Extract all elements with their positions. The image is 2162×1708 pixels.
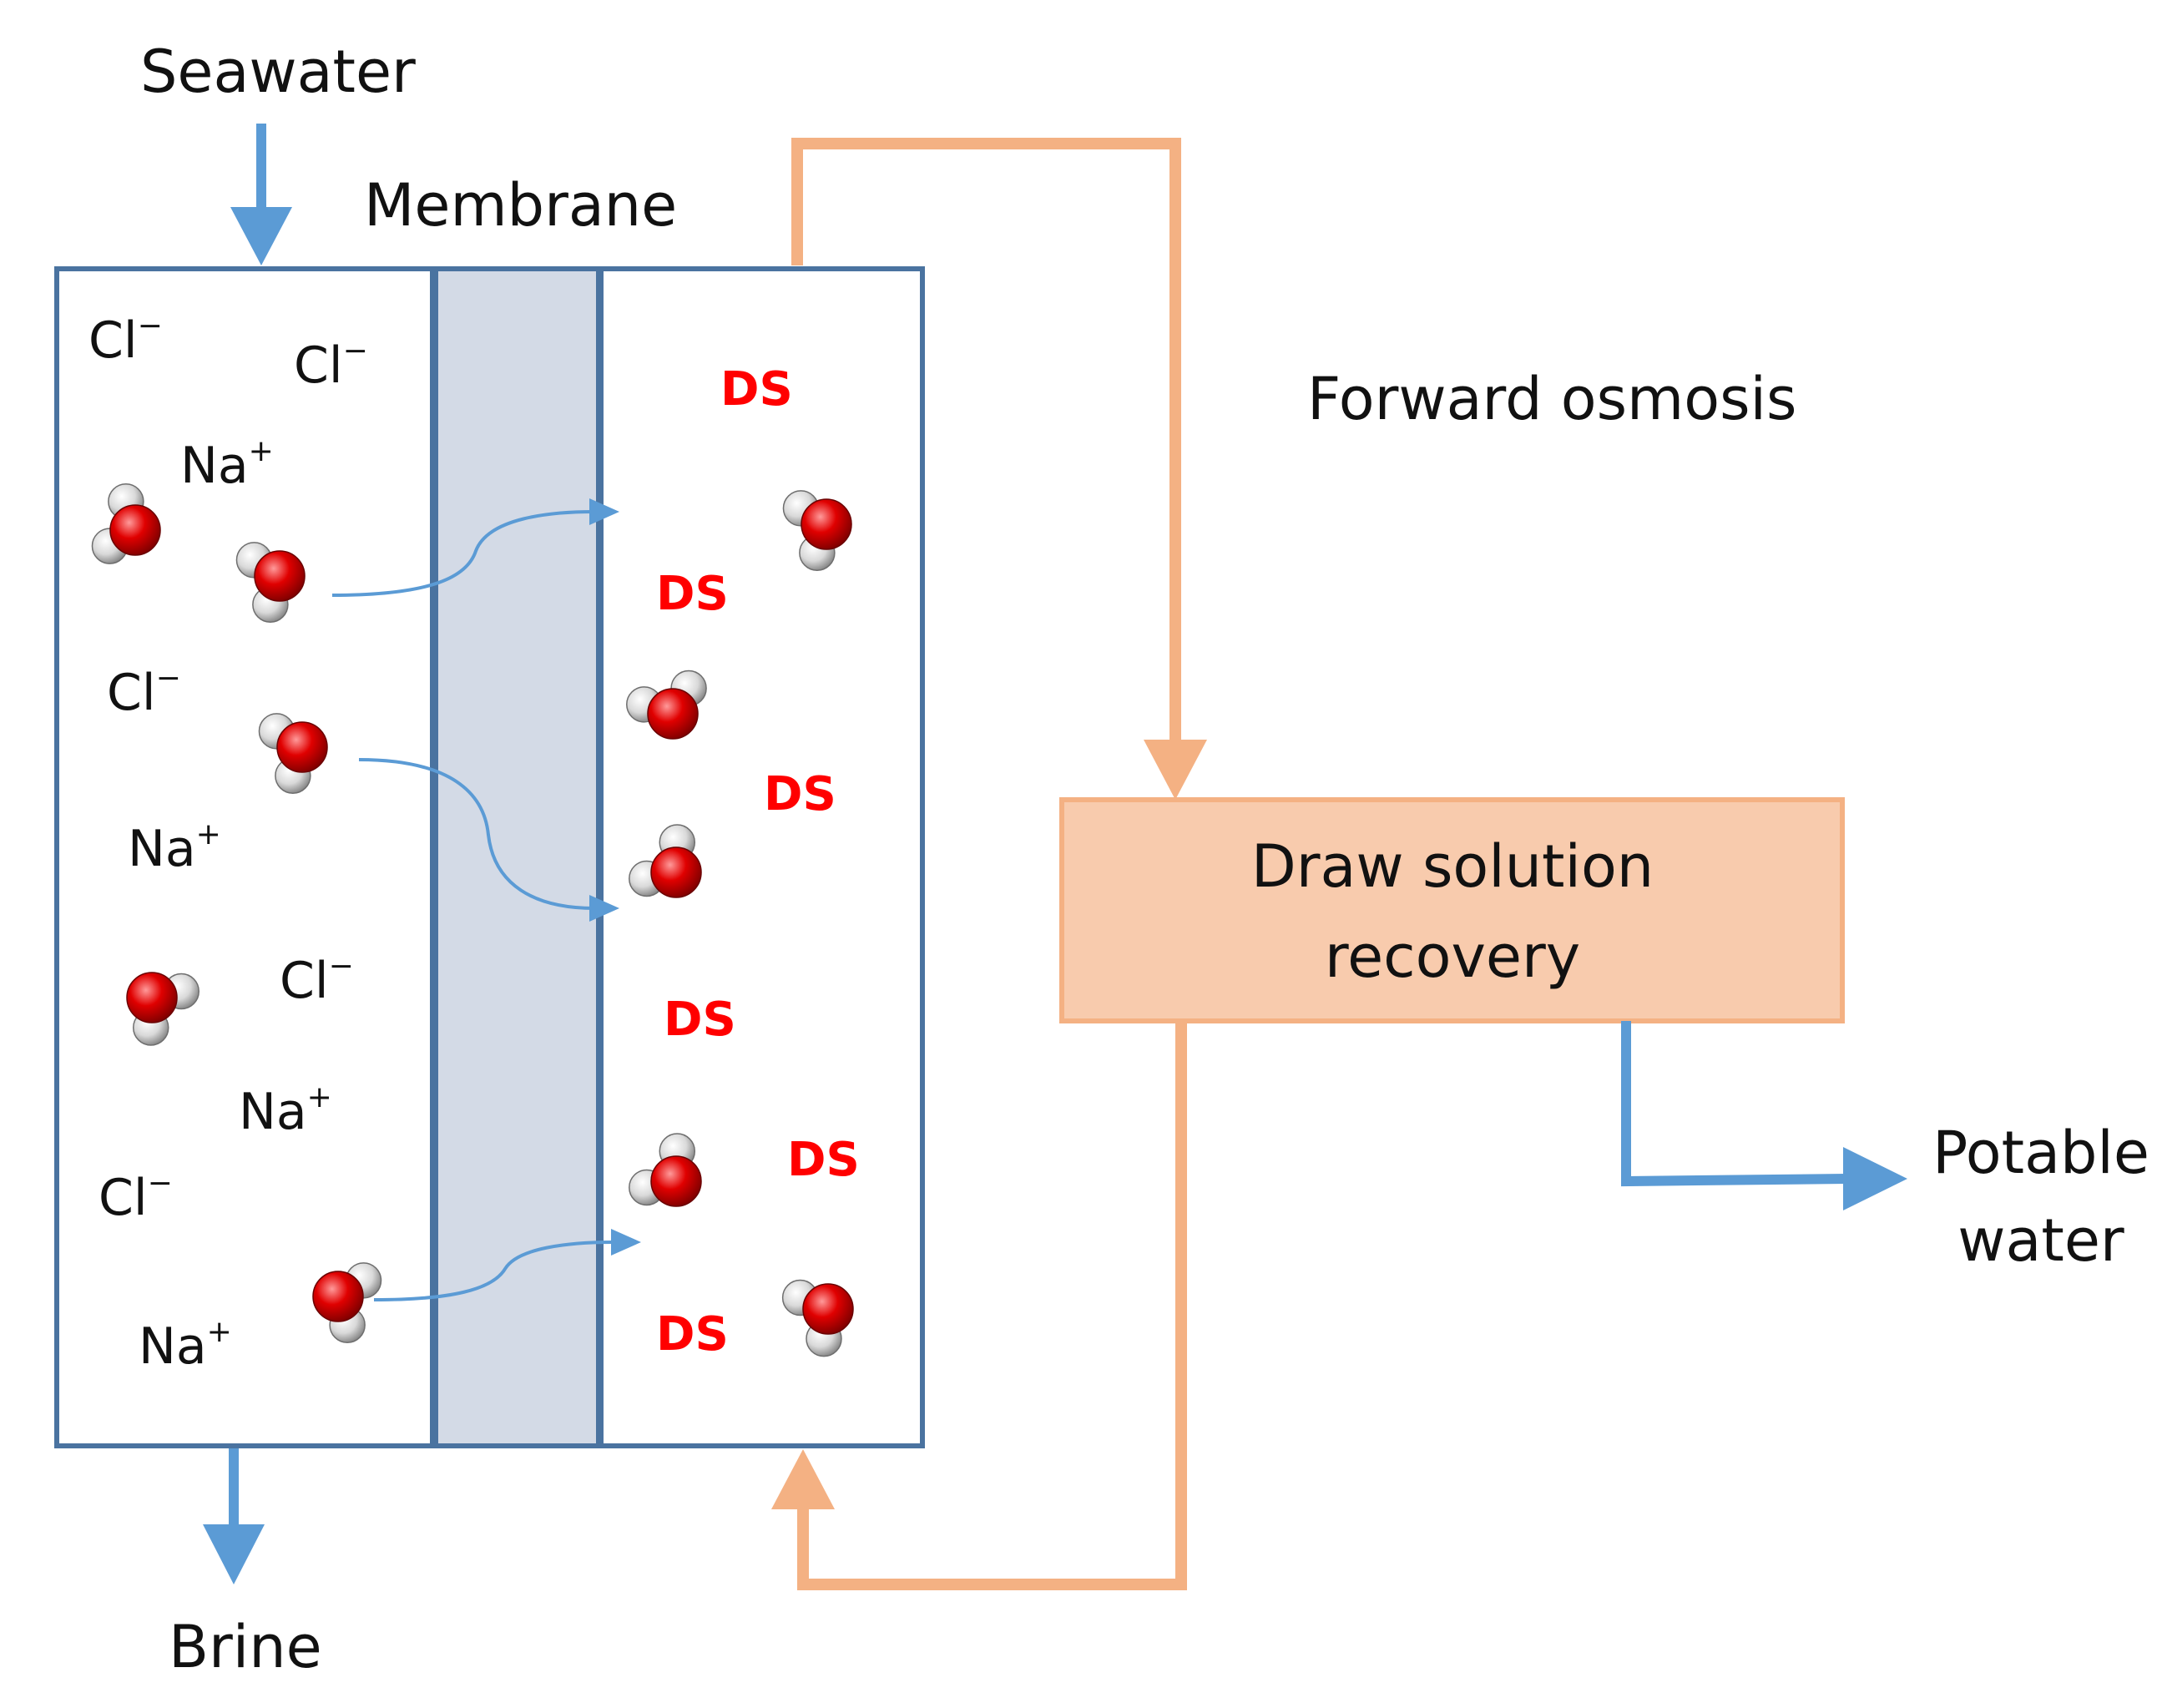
draw-solute-label: DS xyxy=(664,993,736,1047)
potable-water-arrow xyxy=(1621,1021,1907,1210)
brine-label: Brine xyxy=(169,1613,322,1681)
water-molecule xyxy=(629,1133,702,1207)
feed-chamber xyxy=(54,266,435,1448)
water-molecule xyxy=(626,670,707,740)
feed-ion: Cl− xyxy=(88,309,163,370)
water-molecule xyxy=(629,824,702,898)
seawater-inlet-arrow xyxy=(230,124,292,265)
recovery-label-line2: recovery xyxy=(1325,922,1580,991)
water-molecule xyxy=(258,713,328,794)
seawater-label: Seawater xyxy=(140,38,416,106)
draw-solute-label: DS xyxy=(720,362,793,417)
feed-ion: Na+ xyxy=(180,434,274,495)
feed-ion: Cl− xyxy=(99,1166,173,1227)
water-molecule xyxy=(235,542,306,623)
draw-solute-label: DS xyxy=(764,767,836,821)
water-molecule xyxy=(312,1262,382,1343)
water-molecule xyxy=(782,490,852,571)
potable-label-line1: Potable xyxy=(1932,1119,2149,1187)
brine-outlet-arrow xyxy=(203,1448,265,1584)
water-molecule xyxy=(91,483,161,564)
feed-ion: Cl− xyxy=(280,949,354,1010)
feed-ion: Na+ xyxy=(139,1315,232,1376)
feed-ion: Cl− xyxy=(107,661,181,722)
potable-label-line2: water xyxy=(1957,1206,2124,1275)
recovery-box xyxy=(1059,797,1845,1023)
draw-solute-label: DS xyxy=(656,567,729,621)
water-molecule xyxy=(126,972,200,1046)
feed-ion: Na+ xyxy=(128,817,221,878)
feed-ion: Na+ xyxy=(239,1080,332,1141)
membrane-label: Membrane xyxy=(364,171,677,240)
membrane-layer xyxy=(433,266,601,1448)
recovery-label-line1: Draw solution xyxy=(1251,832,1654,901)
draw-chamber xyxy=(599,266,925,1448)
draw-outflow-line xyxy=(791,138,1207,800)
draw-solute-label: DS xyxy=(656,1307,729,1362)
water-molecule xyxy=(781,1279,854,1357)
draw-return-line xyxy=(771,1021,1187,1590)
water-molecules xyxy=(91,483,854,1357)
water-flux-arrows xyxy=(331,498,641,1301)
draw-solute-label: DS xyxy=(787,1133,860,1187)
feed-ion: Cl− xyxy=(294,334,368,395)
forward-osmosis-label: Forward osmosis xyxy=(1307,365,1796,433)
